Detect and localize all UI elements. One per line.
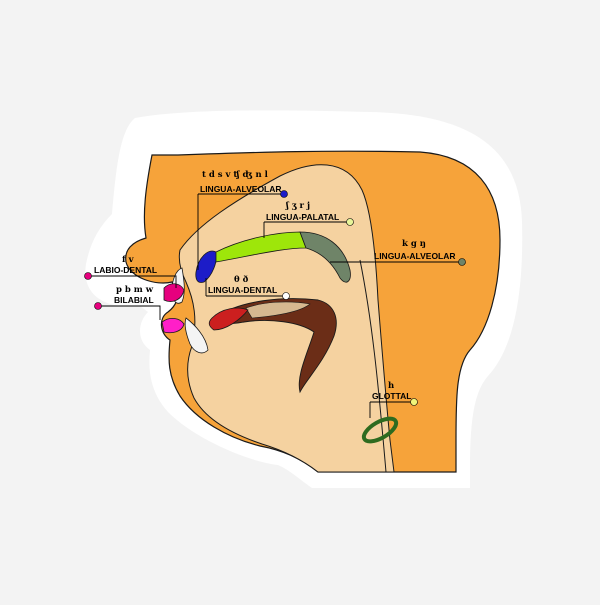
leader-line-glottal	[369, 401, 412, 418]
tongue-blade	[245, 301, 311, 319]
sounds-lingua-alveolar-front: t d s v ʧ ʤ n l	[202, 170, 269, 180]
sounds-labio-dental: f v	[122, 255, 135, 265]
upper-lip-labio-dental	[163, 283, 185, 302]
label-lingua-palatal: ʃ ʒ r j LINGUA-PALATAL	[263, 201, 354, 238]
name-bilabial: BILABIAL	[114, 295, 154, 305]
sounds-lingua-alveolar-back: k g ŋ	[402, 239, 426, 249]
soft-palate-region	[299, 231, 351, 283]
leader-line-lingua-palatal	[263, 221, 348, 238]
sounds-lingua-dental: θ ð	[234, 274, 249, 285]
label-glottal: h GLOTTAL	[369, 381, 418, 418]
name-glottal: GLOTTAL	[372, 391, 412, 401]
sounds-lingua-palatal: ʃ ʒ r j	[285, 201, 310, 211]
marker-labio-dental	[84, 272, 92, 280]
marker-lingua-alveolar-back	[458, 258, 466, 266]
alveolar-ridge-region	[195, 250, 217, 283]
leader-line-bilabial	[100, 305, 161, 320]
glottis-vocal-folds	[361, 416, 399, 444]
name-lingua-alveolar-front: LINGUA-ALVEOLAR	[200, 184, 282, 194]
name-lingua-palatal: LINGUA-PALATAL	[266, 212, 339, 222]
tongue-tip-lingua-dental	[208, 307, 249, 331]
marker-glottal	[410, 398, 418, 406]
pharynx-wall	[359, 259, 387, 473]
label-lingua-alveolar-front: t d s v ʧ ʤ n l LINGUA-ALVEOLAR	[197, 170, 288, 270]
marker-bilabial	[94, 302, 102, 310]
marker-lingua-alveolar-front	[280, 190, 288, 198]
tongue-body	[213, 298, 337, 394]
lower-lip-bilabial	[161, 318, 185, 334]
lower-teeth	[184, 317, 209, 354]
label-lingua-alveolar-back: k g ŋ LINGUA-ALVEOLAR	[330, 239, 466, 266]
label-lingua-dental: θ ð LINGUA-DENTAL	[205, 274, 290, 300]
name-lingua-alveolar-back: LINGUA-ALVEOLAR	[374, 251, 456, 261]
name-lingua-dental: LINGUA-DENTAL	[208, 285, 277, 295]
marker-lingua-palatal	[346, 218, 354, 226]
label-bilabial: p b m w BILABIAL	[94, 285, 161, 320]
name-labio-dental: LABIO-DENTAL	[94, 265, 157, 275]
marker-lingua-dental	[282, 292, 290, 300]
sounds-bilabial: p b m w	[116, 285, 154, 295]
leader-line-labio-dental	[90, 275, 177, 288]
leader-line-lingua-alveolar-front	[197, 193, 282, 270]
leader-line-lingua-dental	[205, 278, 284, 297]
label-labio-dental: f v LABIO-DENTAL	[84, 255, 177, 288]
sounds-glottal: h	[388, 381, 394, 391]
